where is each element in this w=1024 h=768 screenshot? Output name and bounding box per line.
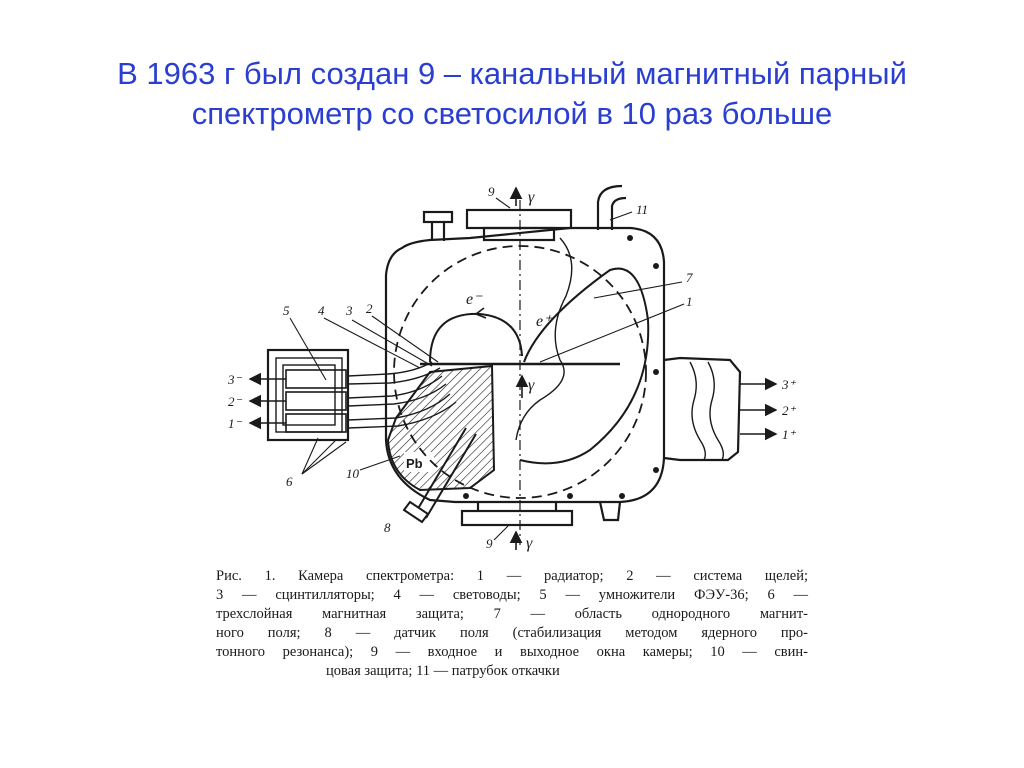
figure-caption: Рис. 1. Камера спектрометра: 1 — радиато… (216, 567, 808, 681)
photomultiplier-1 (285, 413, 347, 433)
pumping-pipe-11 (596, 184, 627, 230)
label-3: 3 (345, 303, 353, 318)
bottom-window-9 (460, 509, 574, 527)
title-line-2: спектрометр со светосилой в 10 раз больш… (191, 96, 833, 131)
label-9-bottom: 9 (486, 536, 493, 551)
caption-line-2: 3 — сцинтилляторы; 4 — световоды; 5 — ум… (216, 587, 808, 603)
label-gamma-mid: γ (528, 377, 535, 394)
caption-line-1: Рис. 1. Камера спектрометра: 1 — радиато… (216, 568, 808, 584)
chamber-body (384, 226, 666, 504)
photomultiplier-3 (285, 369, 347, 389)
label-out-left-2: 2⁻ (228, 394, 243, 409)
label-gamma-bottom: γ (526, 535, 533, 552)
field-sensor-8 (415, 427, 477, 519)
label-pb: Pb (406, 456, 423, 471)
label-2: 2 (366, 301, 373, 316)
caption-line-3: трехслойная магнитная защита; 7 — област… (216, 606, 808, 622)
label-out-left-3: 3⁻ (227, 372, 243, 387)
top-window-9 (465, 208, 573, 230)
label-10: 10 (346, 466, 360, 481)
slide-title: В 1963 г был создан 9 – канальный магнит… (40, 54, 984, 134)
label-out-left-1: 1⁻ (228, 416, 243, 431)
label-11: 11 (636, 202, 648, 217)
caption-line-5: тонного резонанса); 9 — входное и выходн… (216, 644, 808, 660)
label-out-right-1: 1⁺ (782, 427, 797, 442)
label-out-right-3: 3⁺ (781, 377, 797, 392)
title-line-1: В 1963 г был создан 9 – канальный магнит… (117, 56, 907, 91)
label-4: 4 (318, 303, 325, 318)
label-electron: e⁻ (466, 291, 483, 308)
label-out-right-2: 2⁺ (782, 403, 797, 418)
right-magnetic-shield (663, 356, 742, 462)
electron-trajectory (429, 312, 523, 363)
label-7: 7 (686, 270, 693, 285)
label-positron: e⁺ (536, 313, 553, 330)
caption-line-4: ного поля; 8 — датчик поля (стабилизация… (216, 625, 808, 641)
positron-trajectory (519, 267, 650, 465)
label-9-top: 9 (488, 184, 495, 199)
photomultiplier-2 (285, 391, 347, 411)
caption-line-6: цовая защита; 11 — патрубок откачки (326, 663, 560, 679)
label-1: 1 (686, 294, 693, 309)
label-5: 5 (283, 303, 290, 318)
label-6: 6 (286, 474, 293, 489)
label-8: 8 (384, 520, 391, 535)
left-shield-outer (266, 348, 350, 442)
label-gamma-top: γ (528, 189, 535, 206)
top-left-port (422, 210, 454, 224)
